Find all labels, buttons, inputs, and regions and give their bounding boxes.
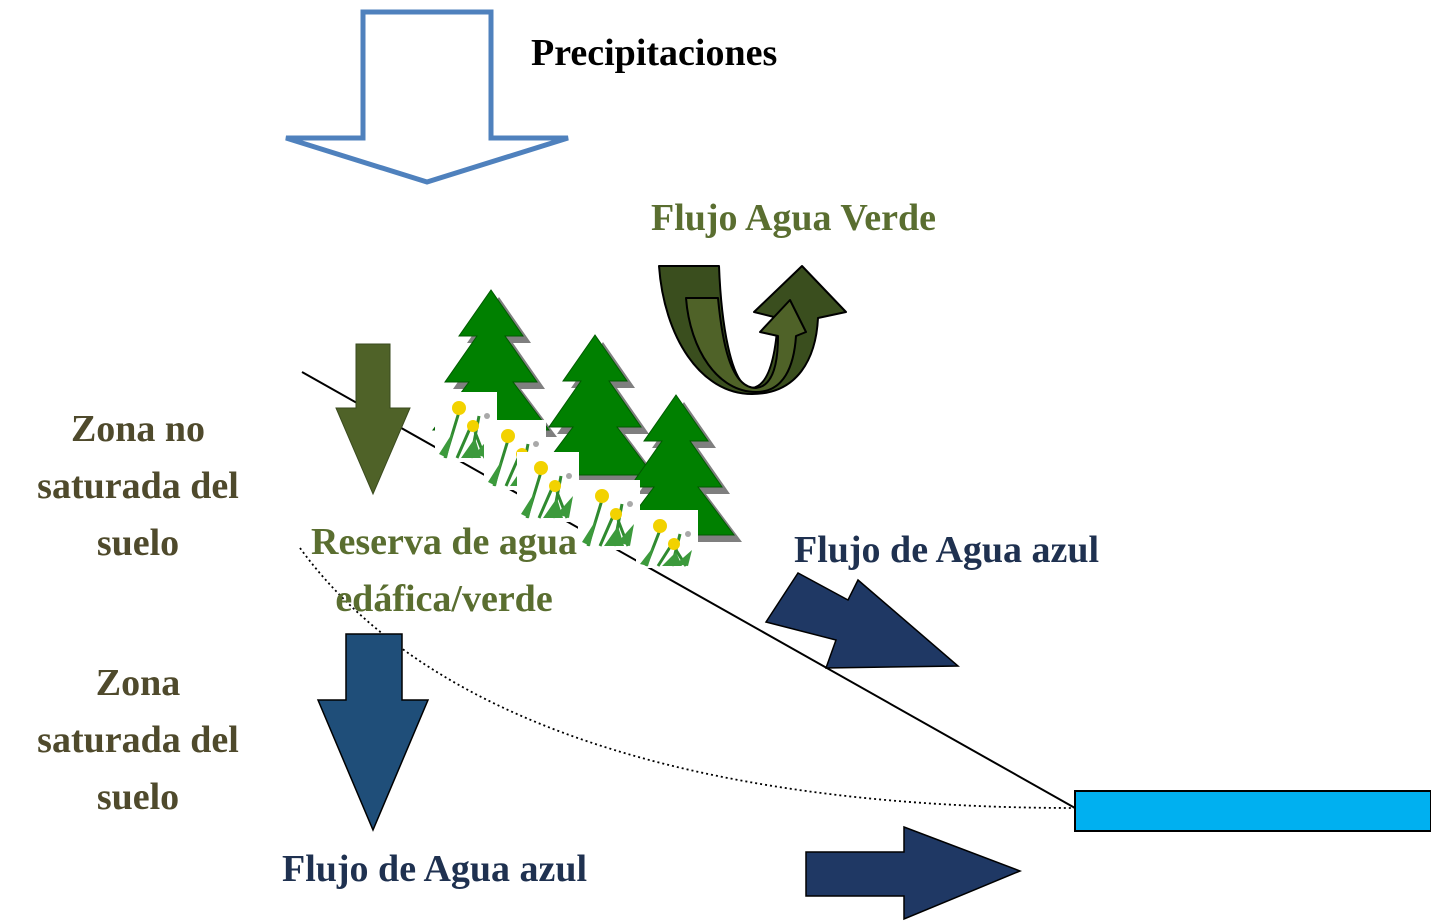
soil-water-reserve-line: Reserva de agua [311,521,577,563]
surface-runoff-arrow-icon [764,572,960,669]
precipitation-arrow-icon [285,9,569,185]
soil-water-reserve-line: edáfica/verde [335,578,553,620]
ground-surface-line [301,371,1076,809]
dandelion-icon [578,480,640,550]
unsaturated-zone-line: suelo [96,522,180,564]
water-table-line [299,547,1076,809]
unsaturated-zone-line: Zona no [70,408,206,450]
precipitation-label: Precipitaciones [531,32,778,74]
unsaturated-zone-line: saturada del [37,465,239,507]
blue-water-flux-groundwater-label: Flujo de Agua azul [282,848,588,890]
saturated-zone-label: Zona saturada del suelo [8,655,268,826]
saturated-zone-line: suelo [96,776,180,818]
blue-water-flux-surface-label: Flujo de Agua azul [794,529,1100,571]
saturated-zone-line: saturada del [37,719,239,761]
infiltration-arrow-icon [335,343,411,496]
saturated-zone-line: Zona [95,662,181,704]
unsaturated-zone-label: Zona no saturada del suelo [8,401,268,572]
green-water-flux-label: Flujo Agua Verde [651,197,937,239]
green-flux-arrow-icon [658,265,847,395]
soil-water-reserve-label: Reserva de agua edáfica/verde [268,514,620,628]
stream-icon [1074,790,1431,832]
dandelion-icon [517,452,579,522]
groundwater-arrow-icon [805,825,1023,921]
dandelion-icon [636,510,698,568]
percolation-arrow-icon [316,633,430,832]
